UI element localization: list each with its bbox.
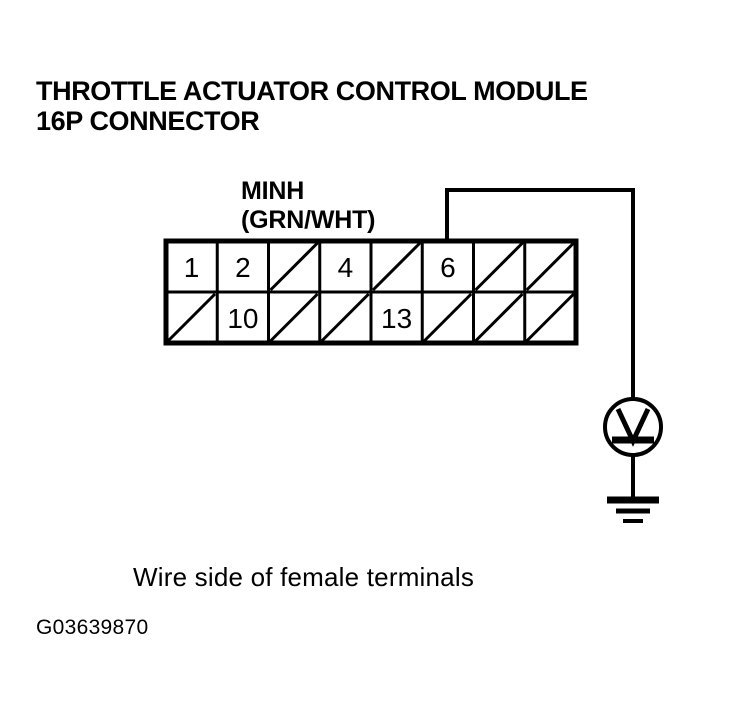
pin-number-top-1: 1 xyxy=(184,252,200,283)
empty-pin-slash-top-5 xyxy=(371,241,422,292)
pin-cell-bottom-14[interactable] xyxy=(423,292,473,343)
figure-id-label: G03639870 xyxy=(36,616,148,639)
pin-cell-bottom-11[interactable] xyxy=(269,292,319,343)
pin-cell-bottom-16[interactable] xyxy=(525,292,575,343)
empty-pin-slash-bottom-11 xyxy=(269,292,319,343)
empty-pin-slash-bottom-16 xyxy=(525,292,575,343)
pin-cell-top-3[interactable] xyxy=(269,241,319,292)
pin-number-top-4: 4 xyxy=(338,252,354,283)
empty-pin-slash-top-3 xyxy=(269,241,319,292)
pin-cell-bottom-9[interactable] xyxy=(166,292,217,343)
pin-cell-bottom-12[interactable] xyxy=(320,292,370,343)
pin-number-top-2: 2 xyxy=(235,252,251,283)
wire-color-code-label: (GRN/WHT) xyxy=(241,206,375,234)
measurement-wire xyxy=(445,188,635,400)
wire-signal-name-label: MINH xyxy=(241,177,304,205)
pin-cell-top-5[interactable] xyxy=(371,241,422,292)
pin-cell-bottom-13[interactable]: 13 xyxy=(381,303,412,334)
pin-number-top-6: 6 xyxy=(440,252,456,283)
pin-cell-top-2[interactable]: 2 xyxy=(235,252,251,283)
diagram-caption: Wire side of female terminals xyxy=(133,562,474,592)
pin-number-bottom-10: 10 xyxy=(227,303,258,334)
pin-cell-top-6[interactable]: 6 xyxy=(440,252,456,283)
pin-cell-top-7[interactable] xyxy=(474,241,524,292)
empty-pin-slash-top-7 xyxy=(474,241,524,292)
empty-pin-slash-bottom-15 xyxy=(474,292,524,343)
empty-pin-slash-bottom-12 xyxy=(320,292,370,343)
pin-cell-top-1[interactable]: 1 xyxy=(184,252,200,283)
connector-pin-grid: 1 2 4 6 xyxy=(163,238,579,346)
pin-cell-bottom-10[interactable]: 10 xyxy=(227,303,258,334)
empty-pin-slash-bottom-14 xyxy=(423,292,473,343)
ground-symbol xyxy=(607,455,659,523)
empty-pin-slash-top-8 xyxy=(525,241,575,292)
diagram-title-line-2: 16P CONNECTOR xyxy=(36,106,259,136)
wire-path-pin6-to-voltmeter xyxy=(445,188,635,400)
pin-number-bottom-13: 13 xyxy=(381,303,412,334)
pin-cell-top-4[interactable]: 4 xyxy=(338,252,354,283)
voltmeter-symbol[interactable]: V xyxy=(603,397,663,457)
pin-cell-top-8[interactable] xyxy=(525,241,575,292)
empty-pin-slash-bottom-9 xyxy=(166,292,217,343)
pin-cell-bottom-15[interactable] xyxy=(474,292,524,343)
diagram-title-line-1: THROTTLE ACTUATOR CONTROL MODULE xyxy=(36,76,588,106)
